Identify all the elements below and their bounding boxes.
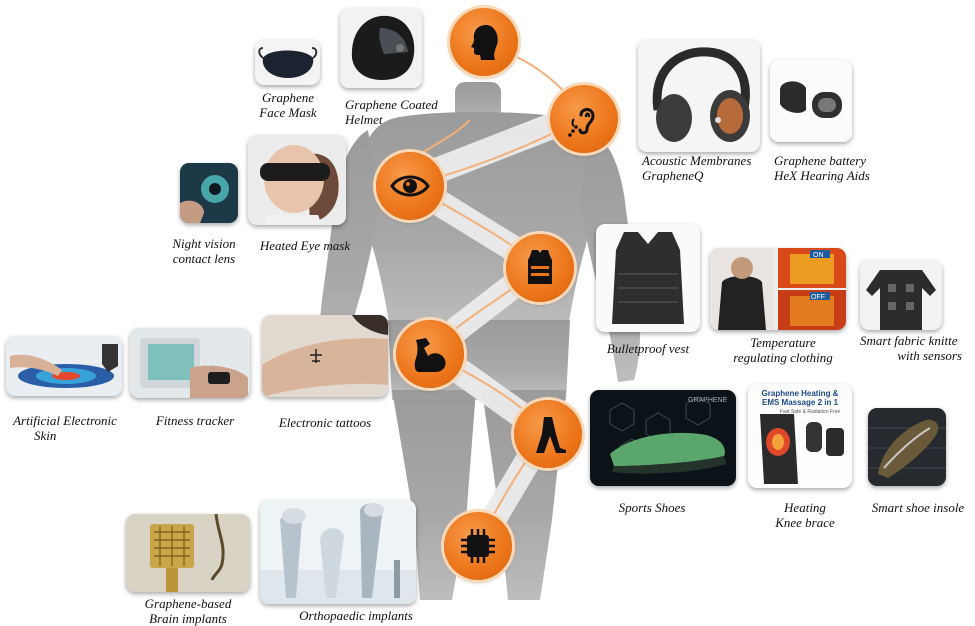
- electronic-skin-photo: [6, 336, 122, 396]
- shoes-caption: Sports Shoes: [618, 500, 686, 515]
- face-mask-photo: [255, 40, 320, 85]
- eye-icon: [390, 175, 430, 197]
- sports-shoes-photo: GRAPHENE: [590, 390, 736, 486]
- bulletproof-vest-photo: [596, 224, 700, 332]
- chip-icon: [461, 529, 495, 563]
- knee-subtitle: Fast Safe & Radiation Free: [780, 409, 841, 415]
- acoustic-membranes-photo: [638, 40, 760, 152]
- ear-icon: [568, 108, 595, 137]
- leg-badge: [514, 400, 582, 468]
- eye-mask-caption: Heated Eye mask: [259, 238, 351, 253]
- eye-badge: [376, 152, 444, 220]
- leg-icon: [536, 417, 566, 453]
- off-label: OFF: [811, 294, 825, 301]
- brain-implants-photo: [126, 514, 250, 592]
- arm-icon: [414, 338, 446, 372]
- electronic-tattoos-photo: [262, 315, 388, 397]
- knee-brace-photo: Graphene Heating & EMS Massage 2 in 1 Fa…: [748, 384, 852, 488]
- helmet-photo: [340, 8, 422, 88]
- smart-fabric-photo: [860, 260, 942, 330]
- knee-title-1: Graphene Heating &: [762, 389, 839, 398]
- ear-badge: [550, 85, 618, 153]
- head-icon: [471, 25, 498, 60]
- arm-badge: [396, 320, 464, 388]
- smart-insole-photo: [868, 408, 946, 486]
- chip-badge: [444, 512, 512, 580]
- temperature-clothing-photo: ON OFF: [710, 248, 846, 330]
- insole-caption: Smart shoe insole: [871, 500, 965, 515]
- fitness-tracker-photo: [130, 328, 250, 398]
- tattoos-caption: Electronic tattoos: [278, 415, 372, 430]
- fitness-caption: Fitness tracker: [155, 413, 235, 428]
- knee-title-2: EMS Massage 2 in 1: [762, 398, 839, 407]
- night-vision-lens-photo: [180, 163, 238, 223]
- hearing-aids-photo: [770, 60, 852, 142]
- orthopaedic-implants-photo: [260, 500, 416, 604]
- shoe-brand-label: GRAPHENE: [688, 397, 728, 404]
- ortho-caption: Orthopaedic implants: [299, 608, 413, 623]
- head-badge: [450, 8, 518, 76]
- vest-caption: Bulletproof vest: [606, 341, 690, 356]
- vest-badge: [506, 234, 574, 302]
- heated-eye-mask-photo: [248, 135, 346, 225]
- on-label: ON: [813, 252, 824, 259]
- vest-icon: [528, 250, 552, 284]
